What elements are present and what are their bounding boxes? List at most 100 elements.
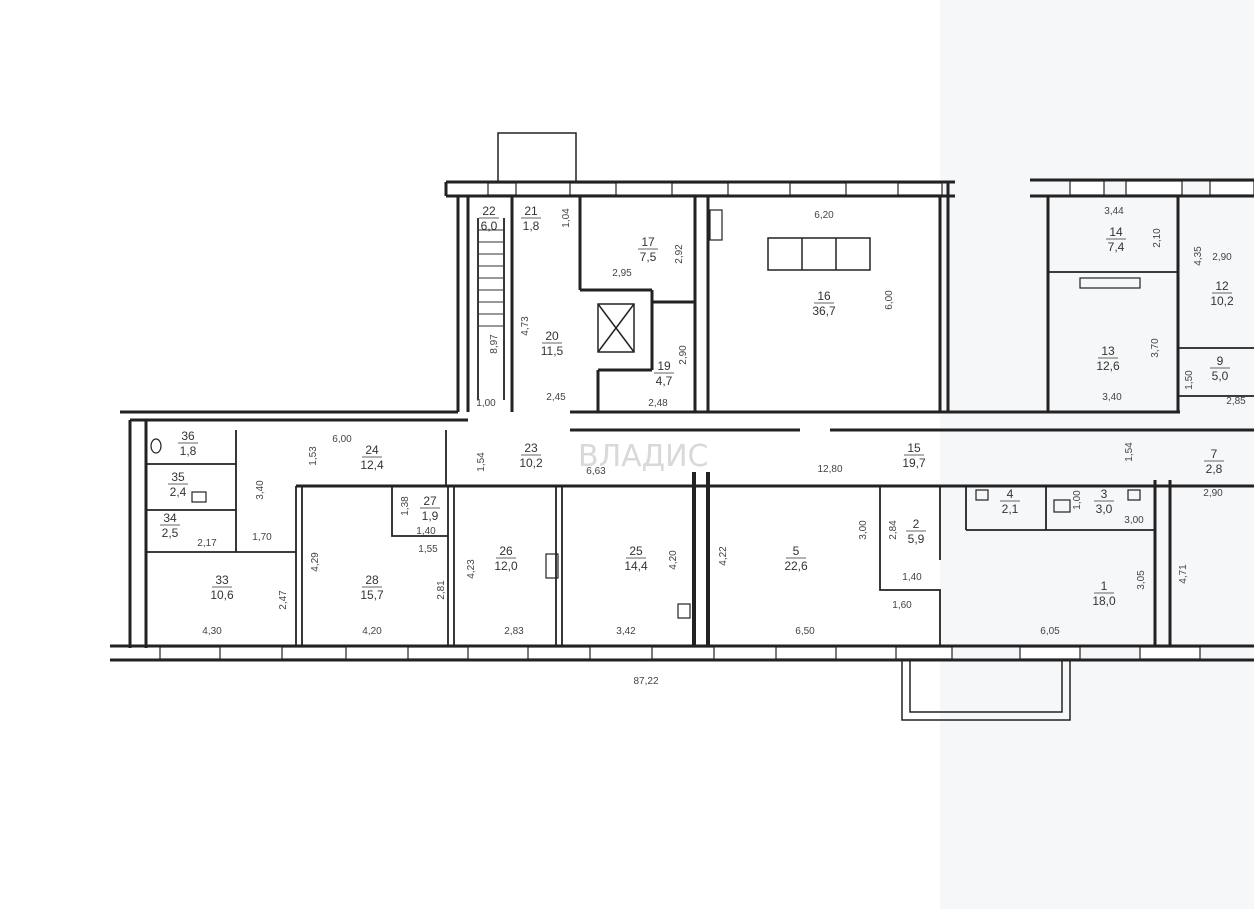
room-number-5: 5 [793, 544, 800, 558]
dimension-label: 2,92 [674, 244, 685, 264]
dimension-label: 2,83 [504, 626, 524, 637]
room-number-34: 34 [163, 511, 177, 525]
dimension-label: 4,20 [362, 626, 382, 637]
room-area-28: 15,7 [360, 588, 384, 602]
room-area-15: 19,7 [902, 456, 926, 470]
elevator-box [597, 303, 635, 353]
room-number-9: 9 [1217, 354, 1224, 368]
dimension-label: 6,50 [795, 626, 815, 637]
room-area-25: 14,4 [624, 559, 648, 573]
room-number-35: 35 [171, 470, 185, 484]
room-number-12: 12 [1215, 279, 1229, 293]
room-number-14: 14 [1109, 225, 1123, 239]
dimension-label: 1,70 [252, 532, 272, 543]
dimension-label: 2,85 [1226, 396, 1246, 407]
dimension-label: 1,53 [308, 446, 319, 466]
table-fixture [767, 237, 871, 271]
dimension-label: 1,50 [1184, 370, 1195, 390]
stair-treads [478, 229, 504, 327]
dimension-label: 1,54 [1124, 442, 1135, 462]
room-number-1: 1 [1101, 579, 1108, 593]
dimension-label: 6,00 [884, 290, 895, 310]
room-number-7: 7 [1211, 447, 1218, 461]
room-area-22: 6,0 [481, 219, 498, 233]
room-area-33: 10,6 [210, 588, 234, 602]
dimension-label: 3,00 [1124, 515, 1144, 526]
dimension-label: 3,42 [616, 626, 636, 637]
room-number-2: 2 [913, 517, 920, 531]
windows [159, 180, 1254, 660]
room-area-3: 3,0 [1096, 502, 1113, 516]
room-number-19: 19 [657, 359, 671, 373]
dimension-labels: 6,206,002,922,952,902,484,732,451,001,04… [197, 206, 1246, 687]
room-labels: 118,025,933,042,1522,672,895,01210,21312… [160, 204, 1234, 608]
dimension-label: 1,04 [561, 208, 572, 228]
room-number-13: 13 [1101, 344, 1115, 358]
dimension-label: 2,10 [1152, 228, 1163, 248]
room-area-7: 2,8 [1206, 462, 1223, 476]
dimension-label: 1,00 [1072, 490, 1083, 510]
dimension-label: 4,29 [310, 552, 321, 572]
watermark-text: ВЛАДИС [578, 439, 709, 474]
room-number-24: 24 [365, 443, 379, 457]
room-area-9: 5,0 [1212, 369, 1229, 383]
dimension-label: 6,00 [332, 434, 352, 445]
dimension-label: 1,54 [476, 452, 487, 472]
dimension-label: 2,90 [678, 345, 689, 365]
room-area-13: 12,6 [1096, 359, 1120, 373]
dimension-label: 2,81 [436, 580, 447, 600]
dimension-label: 8,97 [489, 334, 500, 354]
room-area-20: 11,5 [541, 344, 564, 358]
dimension-label: 3,00 [858, 520, 869, 540]
room-area-34: 2,5 [162, 526, 179, 540]
dimension-label: 2,84 [888, 520, 899, 540]
room-number-4: 4 [1007, 487, 1014, 501]
dimension-label: 2,17 [197, 538, 217, 549]
room-number-17: 17 [641, 235, 655, 249]
dimension-label: 6,63 [586, 466, 606, 477]
room-number-36: 36 [181, 429, 195, 443]
dimension-label: 2,95 [612, 268, 632, 279]
room-number-33: 33 [215, 573, 229, 587]
dimension-label: 1,00 [476, 398, 496, 409]
room-area-17: 7,5 [640, 250, 657, 264]
dimension-label: 1,55 [418, 544, 438, 555]
room-area-12: 10,2 [1210, 294, 1234, 308]
dimension-label: 4,35 [1193, 246, 1204, 266]
room-number-23: 23 [524, 441, 538, 455]
dimension-label: 3,70 [1150, 338, 1161, 358]
dimension-label: 4,30 [202, 626, 222, 637]
porch [901, 660, 1071, 721]
room-area-27: 1,9 [422, 509, 439, 523]
dimension-label: 1,60 [892, 600, 912, 611]
room-number-15: 15 [907, 441, 921, 455]
room-area-1: 18,0 [1092, 594, 1116, 608]
room-number-20: 20 [545, 329, 559, 343]
dimension-label: 6,05 [1040, 626, 1060, 637]
dimension-label: 3,05 [1136, 570, 1147, 590]
room-area-23: 10,2 [519, 456, 543, 470]
dimension-label: 1,40 [902, 572, 922, 583]
room-area-4: 2,1 [1002, 502, 1019, 516]
dimension-label: 4,22 [718, 546, 729, 566]
dimension-label: 4,71 [1178, 564, 1189, 584]
dimension-label: 2,48 [648, 398, 668, 409]
room-area-36: 1,8 [180, 444, 197, 458]
room-area-24: 12,4 [360, 458, 384, 472]
walls [110, 132, 1254, 662]
dimension-label: 2,47 [278, 590, 289, 610]
dimension-label: 2,90 [1203, 488, 1223, 499]
room-area-21: 1,8 [523, 219, 540, 233]
dimension-label: 3,40 [1102, 392, 1122, 403]
room-number-28: 28 [365, 573, 379, 587]
dimension-label: 4,20 [668, 550, 679, 570]
dimension-label: 4,73 [520, 316, 531, 336]
room-number-27: 27 [423, 494, 437, 508]
room-area-35: 2,4 [170, 485, 187, 499]
sanitary-fixtures [150, 209, 1141, 619]
dimension-label: 3,44 [1104, 206, 1124, 217]
room-number-26: 26 [499, 544, 513, 558]
partitions [146, 218, 1254, 646]
room-area-16: 36,7 [812, 304, 836, 318]
